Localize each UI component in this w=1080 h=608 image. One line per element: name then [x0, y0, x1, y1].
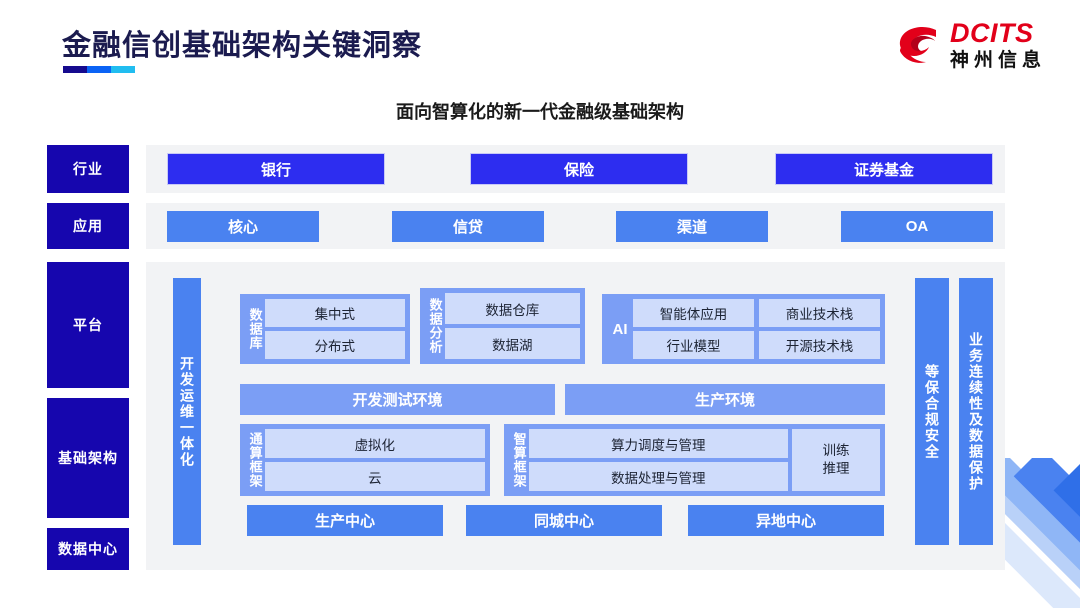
intelligent-compute-training-inference[interactable]: 训练 推理 — [792, 429, 880, 491]
continuity-vertical-bar[interactable]: 业务连续性及数据保护 — [959, 278, 993, 545]
row-label-datacenter: 数据中心 — [47, 528, 129, 570]
analytics-cell-0[interactable]: 数据仓库 — [444, 293, 580, 324]
logo-text-cn: 神州信息 — [949, 50, 1046, 71]
slide-header: 金融信创基础架构关键洞察 DCITS 神州信息 — [0, 0, 1080, 86]
devops-vertical-bar[interactable]: 开发运维一体化 — [173, 278, 201, 545]
analytics-cell-1[interactable]: 数据湖 — [444, 328, 580, 359]
application-item-1[interactable]: 信贷 — [392, 211, 544, 242]
database-cell-1[interactable]: 分布式 — [264, 331, 405, 359]
ai-cell-2[interactable]: 行业模型 — [633, 331, 754, 359]
industry-item-0[interactable]: 银行 — [167, 153, 385, 185]
intelligent-compute-cell-0[interactable]: 算力调度与管理 — [528, 429, 788, 458]
center-item-1[interactable]: 同城中心 — [466, 505, 662, 536]
group-general-compute: 通算框架 虚拟化 云 — [240, 424, 490, 496]
group-ai: AI 智能体应用 商业技术栈 行业模型 开源技术栈 — [602, 294, 885, 364]
application-item-0[interactable]: 核心 — [167, 211, 319, 242]
environment-production[interactable]: 生产环境 — [565, 384, 885, 415]
compliance-vertical-bar[interactable]: 等保合规安全 — [915, 278, 949, 545]
ai-cell-1[interactable]: 商业技术栈 — [759, 299, 880, 327]
group-intelligent-compute-title: 智算框架 — [511, 432, 527, 488]
environment-dev-test[interactable]: 开发测试环境 — [240, 384, 555, 415]
row-label-application: 应用 — [47, 203, 129, 249]
page-subtitle: 面向智算化的新一代金融级基础架构 — [396, 102, 684, 122]
group-analytics: 数据分析 数据仓库 数据湖 — [420, 288, 585, 364]
application-item-2[interactable]: 渠道 — [616, 211, 768, 242]
company-logo: DCITS 神州信息 — [894, 20, 1046, 70]
group-general-compute-title: 通算框架 — [247, 432, 263, 488]
row-label-industry: 行业 — [47, 145, 129, 193]
group-ai-title: AI — [612, 320, 628, 338]
center-item-0[interactable]: 生产中心 — [247, 505, 443, 536]
application-item-3[interactable]: OA — [841, 211, 993, 242]
group-database: 数据库 集中式 分布式 — [240, 294, 410, 364]
industry-item-2[interactable]: 证券基金 — [775, 153, 993, 185]
dcits-swirl-icon — [894, 21, 942, 69]
center-item-2[interactable]: 异地中心 — [688, 505, 884, 536]
logo-text-en: DCITS — [949, 18, 1034, 48]
database-cell-0[interactable]: 集中式 — [264, 299, 405, 327]
group-database-title: 数据库 — [247, 308, 263, 350]
industry-item-1[interactable]: 保险 — [470, 153, 688, 185]
ai-cell-0[interactable]: 智能体应用 — [633, 299, 754, 327]
intelligent-compute-cell-1[interactable]: 数据处理与管理 — [528, 462, 788, 491]
general-compute-cell-1[interactable]: 云 — [264, 462, 485, 491]
row-label-infrastructure: 基础架构 — [47, 398, 129, 518]
row-label-platform: 平台 — [47, 262, 129, 388]
page-title: 金融信创基础架构关键洞察 — [62, 30, 423, 62]
ai-cell-3[interactable]: 开源技术栈 — [759, 331, 880, 359]
group-analytics-title: 数据分析 — [427, 298, 443, 354]
general-compute-cell-0[interactable]: 虚拟化 — [264, 429, 485, 458]
title-accent-rule — [63, 66, 135, 73]
